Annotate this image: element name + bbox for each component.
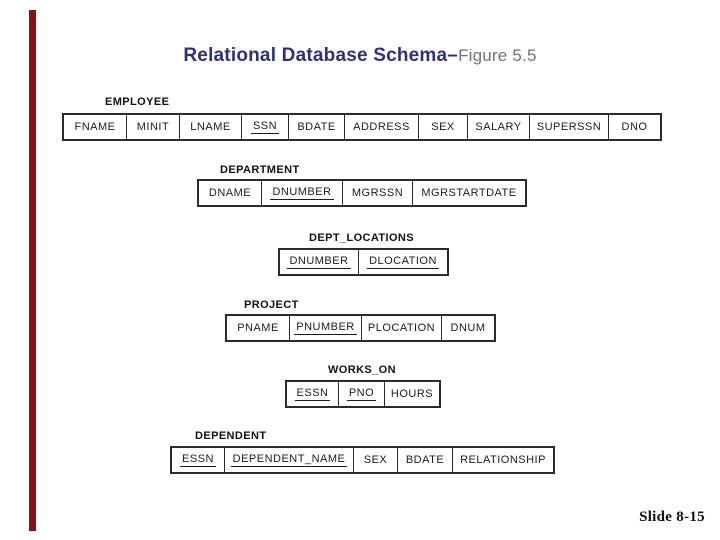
title-main-text: Relational Database Schema– [183,45,459,66]
attribute-cell-ssn: SSN [242,115,289,139]
key-attribute-label: DNUMBER [270,186,334,200]
attribute-cell-essn: ESSN [287,382,339,406]
attribute-label: DNAME [208,187,252,199]
attribute-cell-salary: SALARY [468,115,530,139]
relation-table-project: PNAME PNUMBER PLOCATION DNUM [225,314,496,342]
attribute-label: DNUM [450,322,486,334]
attribute-label: ADDRESS [353,121,410,133]
relation-table-department: DNAME DNUMBER MGRSSN MGRSTARTDATE [197,179,527,207]
relation-table-dept-locations: DNUMBER DLOCATION [278,248,449,276]
key-attribute-label: PNO [346,387,377,401]
attribute-cell-bdate: BDATE [398,448,453,472]
attribute-cell-mgrstartdate: MGRSTARTDATE [413,181,525,205]
key-attribute-label: ESSN [180,453,216,467]
relation-name-dept-locations: DEPT_LOCATIONS [309,232,415,244]
attribute-label: SALARY [475,121,522,133]
slide-number: Slide 8-15 [639,509,705,525]
attribute-cell-minit: MINIT [127,115,180,139]
attribute-cell-address: ADDRESS [345,115,419,139]
attribute-cell-pname: PNAME [227,316,290,340]
attribute-label: SEX [431,121,455,133]
attribute-cell-lname: LNAME [180,115,242,139]
relation-table-works-on: ESSN PNO HOURS [285,380,441,408]
attribute-label: HOURS [390,388,434,400]
attribute-label: PLOCATION [367,322,436,334]
attribute-label: LNAME [190,121,231,133]
attribute-cell-plocation: PLOCATION [362,316,442,340]
attribute-cell-dnumber: DNUMBER [280,250,359,274]
attribute-cell-sex: SEX [419,115,468,139]
attribute-label: PNAME [237,322,279,334]
relation-name-dependent: DEPENDENT [195,430,267,442]
attribute-cell-dname: DNAME [199,181,262,205]
attribute-cell-mgrssn: MGRSSN [343,181,413,205]
title-figure-text: Figure 5.5 [458,46,537,65]
relation-name-employee: EMPLOYEE [105,96,170,108]
attribute-label: MINIT [136,121,170,133]
key-attribute-label: SSN [250,120,280,134]
attribute-cell-dnum: DNUM [442,316,494,340]
attribute-label: FNAME [74,121,116,133]
attribute-label: MGRSSN [351,187,404,199]
attribute-label: MGRSTARTDATE [421,187,517,199]
attribute-label: BDATE [297,121,336,133]
key-attribute-label: ESSN [294,387,331,401]
attribute-cell-dno: DNO [609,115,660,139]
attribute-cell-pno: PNO [339,382,385,406]
attribute-cell-fname: FNAME [64,115,127,139]
attribute-cell-sex: SEX [354,448,398,472]
attribute-cell-essn: ESSN [172,448,225,472]
relation-table-employee: FNAME MINIT LNAME SSN BDATE ADDRESS SEX SALARY S… [62,113,662,141]
attribute-cell-dlocation: DLOCATION [359,250,447,274]
attribute-cell-superssn: SUPERSSN [530,115,609,139]
attribute-label: RELATIONSHIP [460,454,546,466]
left-accent-bar [29,10,36,531]
attribute-label: SUPERSSN [536,121,602,133]
attribute-label: SEX [363,454,388,466]
attribute-cell-dependent-name: DEPENDENT_NAME [225,448,354,472]
relation-name-works-on: WORKS_ON [328,364,396,376]
attribute-label: BDATE [405,454,445,466]
relation-name-department: DEPARTMENT [220,164,300,176]
slide-title: Relational Database Schema–Figure 5.5 [0,44,720,69]
attribute-cell-dnumber: DNUMBER [262,181,343,205]
relation-name-project: PROJECT [244,299,299,311]
attribute-label: DNO [621,121,648,133]
key-attribute-label: DLOCATION [367,255,439,269]
key-attribute-label: PNUMBER [294,321,357,335]
attribute-cell-bdate: BDATE [289,115,345,139]
key-attribute-label: DNUMBER [287,255,351,269]
attribute-cell-pnumber: PNUMBER [290,316,362,340]
attribute-cell-hours: HOURS [385,382,439,406]
relation-table-dependent: ESSN DEPENDENT_NAME SEX BDATE RELATIONSHIP [170,446,555,474]
key-attribute-label: DEPENDENT_NAME [230,453,348,467]
attribute-cell-relationship: RELATIONSHIP [453,448,553,472]
